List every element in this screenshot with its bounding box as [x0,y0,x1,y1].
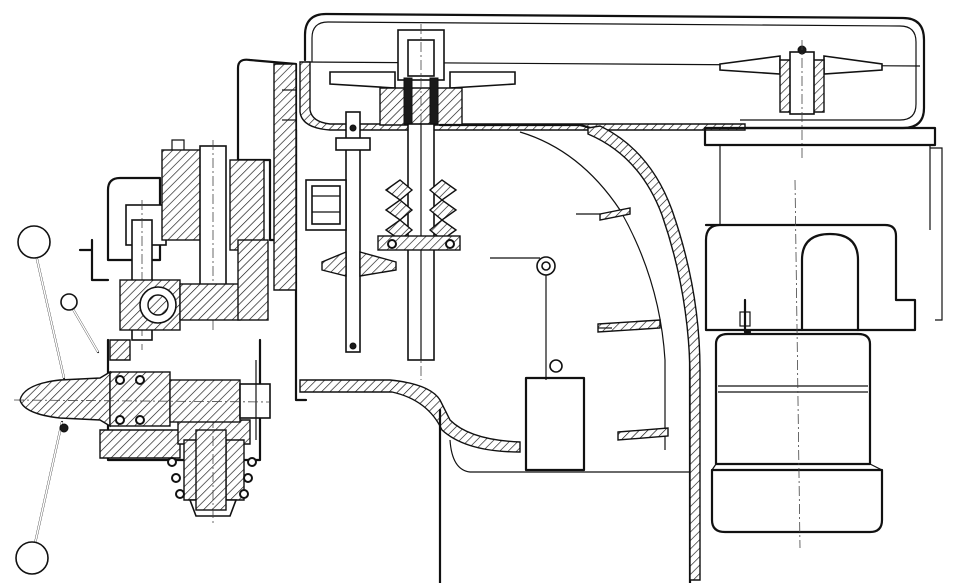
electric-motor [710,179,884,549]
feed-hub [13,360,271,440]
capstan-handles [15,225,100,575]
depth-stop [490,256,586,472]
motor-mount [703,126,943,334]
feed-gearbox [78,58,298,350]
intermediate-shaft [305,111,397,353]
spindle-quill [377,123,461,361]
main-housing [294,123,701,583]
motor-pulley [719,40,883,160]
spindle-nose [99,338,262,525]
